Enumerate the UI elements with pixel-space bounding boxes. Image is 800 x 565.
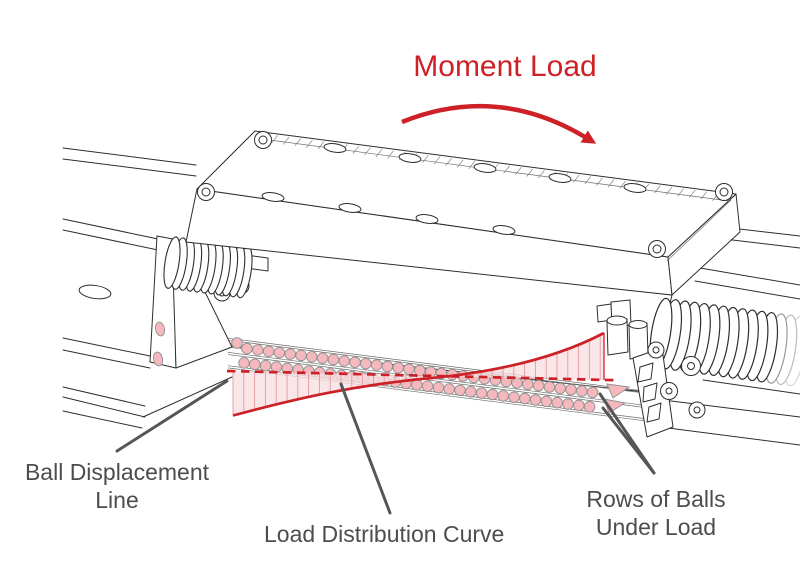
moment-load-title: Moment Load — [413, 50, 596, 83]
leader-lines — [115, 379, 656, 515]
carriage-table-plate — [185, 130, 741, 296]
leader-load-distribution — [339, 382, 392, 515]
ball-displacement-label-line1: Ball Displacement — [25, 459, 210, 485]
ball-displacement-dashed-line — [226, 369, 617, 382]
right-end-cap — [596, 299, 706, 438]
leader-rows-lower — [601, 406, 656, 475]
ball-rows — [231, 337, 599, 413]
load-distribution-curve-line — [232, 331, 605, 417]
load-distribution-region — [233, 333, 604, 416]
rows-of-balls-label-line2: Under Load — [596, 514, 716, 540]
cut-ball-upper — [154, 321, 166, 337]
load-distribution-label: Load Distribution Curve — [264, 521, 504, 547]
leader-ball-displacement — [115, 379, 229, 453]
rail-left-line-art — [62, 147, 233, 429]
moment-arrow-icon — [401, 103, 597, 144]
load-annotation — [226, 331, 617, 417]
ball-displacement-label-line2: Line — [95, 487, 138, 513]
plate-corner-screws — [197, 131, 733, 258]
right-bellows — [649, 297, 800, 387]
left-bellows — [163, 236, 253, 299]
rows-of-balls-label-line1: Rows of Balls — [586, 486, 725, 512]
cut-ball-lower — [152, 351, 164, 367]
plate-slot-holes — [261, 143, 647, 235]
